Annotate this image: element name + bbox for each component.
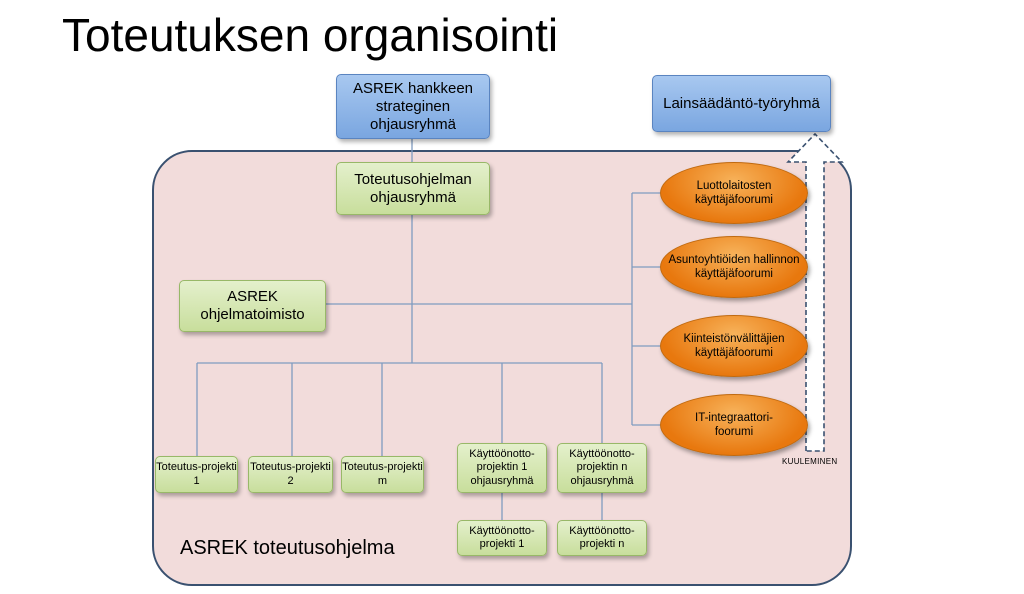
deployment-project-n-box: Käyttöönotto-projekti n [557,520,647,556]
implementation-project-m-box: Toteutus-projekti m [341,456,424,493]
consultation-arrow [786,132,844,452]
program-label: ASREK toteutusohjelma [180,537,395,559]
legislation-working-group-box: Lainsäädäntö-työryhmä [652,75,831,132]
forum-it-integrators: IT-integraattori-foorumi [660,394,808,456]
deployment-project-1-steering-box: Käyttöönotto-projektin 1 ohjausryhmä [457,443,547,493]
forum-credit-institutions: Luottolaitosten käyttäjäfoorumi [660,162,808,224]
deployment-project-n-steering-box: Käyttöönotto-projektin n ohjausryhmä [557,443,647,493]
implementation-project-2-box: Toteutus-projekti 2 [248,456,333,493]
forum-real-estate-agents: Kiinteistönvälittäjien käyttäjäfoorumi [660,315,808,377]
deployment-project-1-box: Käyttöönotto-projekti 1 [457,520,547,556]
program-steering-group-box: Toteutusohjelman ohjausryhmä [336,162,490,215]
implementation-project-1-box: Toteutus-projekti 1 [155,456,238,493]
slide-title: Toteutuksen organisointi [62,9,559,61]
consultation-label: KUULEMINEN [782,457,838,466]
program-office-box: ASREK ohjelmatoimisto [179,280,326,332]
strategic-steering-group-box: ASREK hankkeen strateginen ohjausryhmä [336,74,490,139]
forum-housing-companies: Asuntoyhtiöiden hallinnon käyttäjäfoorum… [660,236,808,298]
